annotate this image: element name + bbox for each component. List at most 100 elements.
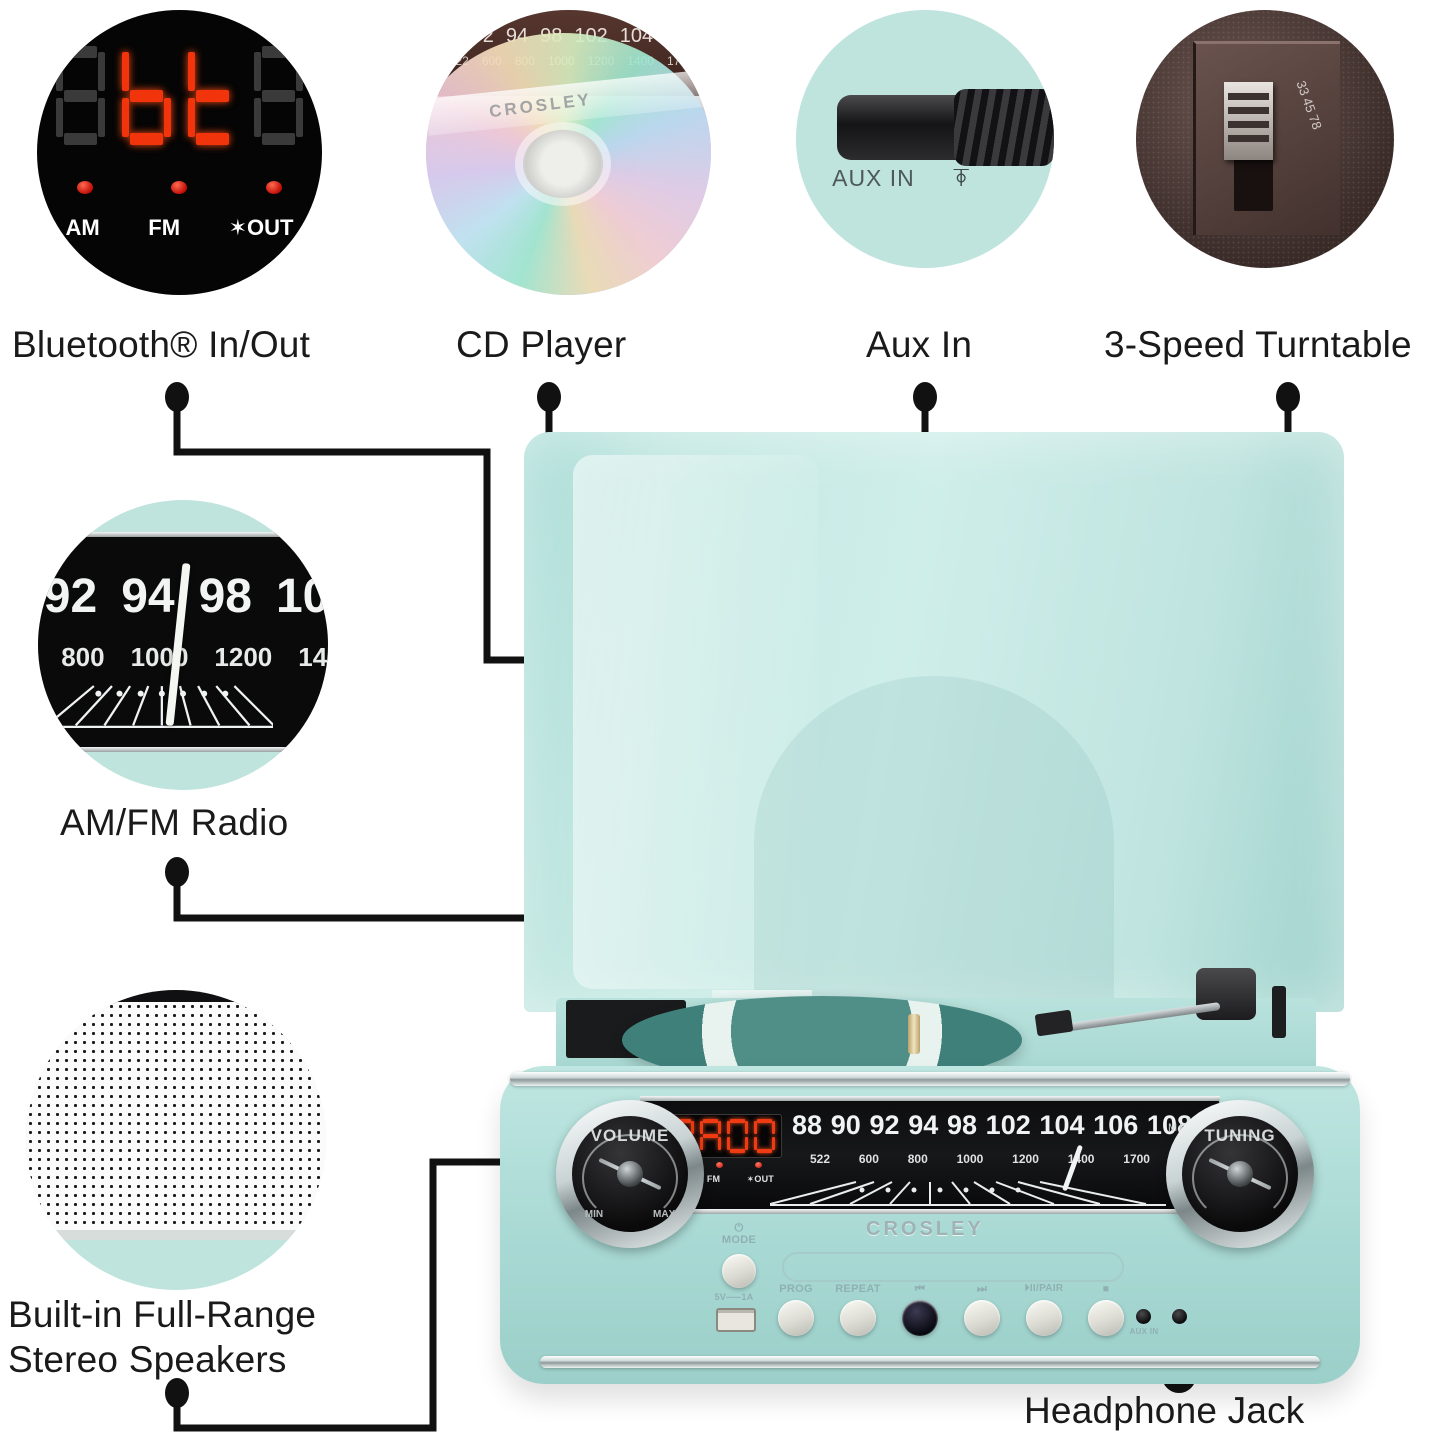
- callout-label-headphone-jack: Headphone Jack: [1024, 1390, 1305, 1431]
- callout-label-bluetooth: Bluetooth® In/Out: [12, 324, 311, 365]
- body-chrome-top: [510, 1072, 1350, 1086]
- bt-led-fm: [171, 181, 188, 194]
- volume-knob-face: VOLUME MIN MAX: [572, 1116, 688, 1232]
- faceplate-chrome-bottom: [640, 1209, 1220, 1214]
- headphone-icon: ⍕: [953, 162, 969, 193]
- led-fm: [715, 1162, 723, 1168]
- leader-dot-aux: [913, 382, 937, 412]
- prog-button[interactable]: [778, 1300, 814, 1336]
- radio-am-tick-0: 800: [61, 642, 105, 673]
- led-digit-3: [726, 1118, 749, 1154]
- am-tick-2: 800: [907, 1152, 928, 1166]
- bt-digit-3: [186, 44, 239, 147]
- volume-min-label: MIN: [584, 1209, 604, 1220]
- callout-label-radio: AM/FM Radio: [60, 802, 289, 843]
- radio-fm-tick-1: 94: [121, 570, 175, 624]
- faceplate-chrome-top: [640, 1096, 1220, 1101]
- bt-label-fm: FM: [148, 215, 181, 241]
- usb-port[interactable]: [716, 1308, 756, 1332]
- bluetooth-indicator-labels: AM FM ✶OUT: [66, 215, 294, 241]
- radio-am-tick-2: 1200: [214, 642, 273, 673]
- platter-spindle: [908, 1014, 920, 1054]
- fm-tick-3: 94: [908, 1110, 939, 1140]
- cd-bg-fm-tick-5: 104: [619, 25, 654, 48]
- cd-bg-fm-tick-0: 90: [437, 25, 460, 48]
- tuning-knob-hub: [1227, 1161, 1253, 1187]
- volume-range-labels: MIN MAX: [572, 1209, 688, 1220]
- am-tick-0: 522: [810, 1152, 831, 1166]
- fm-tick-6: 104: [1039, 1110, 1085, 1140]
- prev-button[interactable]: [902, 1300, 938, 1336]
- bt-led-am: [76, 181, 93, 194]
- prog-button-label: PROG: [779, 1283, 813, 1295]
- bt-label-am: AM: [65, 215, 100, 241]
- aux-in-jack[interactable]: [1136, 1309, 1151, 1324]
- aux-detail-circle: AUX IN ⍕: [796, 10, 1054, 268]
- radio-fm-tick-3: 102: [275, 570, 328, 624]
- fm-tick-1: 90: [830, 1110, 861, 1140]
- turntable-detail-circle: 33 45 78: [1136, 10, 1394, 268]
- led-digit-4: [753, 1118, 776, 1154]
- play-pair-button[interactable]: [1026, 1300, 1062, 1336]
- speed-45: 45: [1299, 95, 1319, 114]
- callout-label-speakers: Built-in Full-Range Stereo Speakers: [8, 1292, 368, 1382]
- repeat-button-label: REPEAT: [835, 1283, 881, 1295]
- leader-dot-speakers: [165, 1378, 189, 1408]
- led-bt-out: [755, 1162, 762, 1168]
- play-pair-button-label: ⏵II/PAIR: [1024, 1283, 1064, 1294]
- fm-tick-7: 106: [1093, 1110, 1139, 1140]
- mode-button[interactable]: [722, 1254, 756, 1288]
- leader-dot-bluetooth: [165, 382, 189, 412]
- lid-gloss: [573, 455, 820, 989]
- speaker-top-bar: [26, 990, 326, 1004]
- bt-digit-1: [54, 44, 107, 147]
- radio-dial-rays: [46, 685, 274, 729]
- callout-label-cd-player: CD Player: [456, 324, 627, 365]
- indicator-label-btout: ✶OUT: [746, 1174, 774, 1184]
- cd-slot[interactable]: [782, 1252, 1124, 1282]
- next-button[interactable]: [964, 1300, 1000, 1336]
- radio-chrome-bottom: [38, 747, 328, 753]
- leader-dot-radio: [165, 857, 189, 887]
- power-icon: ⏻: [734, 1222, 744, 1234]
- fm-tick-4: 98: [946, 1110, 977, 1140]
- am-tick-1: 600: [858, 1152, 879, 1166]
- leader-dot-turntable: [1276, 382, 1300, 412]
- headphone-jack[interactable]: [1172, 1309, 1187, 1324]
- aux-in-jack-label: AUX IN: [1129, 1327, 1159, 1336]
- tuning-knob[interactable]: TUNING: [1166, 1100, 1314, 1248]
- radio-chrome-top: [38, 531, 328, 537]
- body-chrome-bottom: [540, 1356, 1320, 1368]
- am-tick-6: 1700: [1123, 1152, 1150, 1166]
- am-tick-4: 1200: [1012, 1152, 1039, 1166]
- volume-knob[interactable]: VOLUME MIN MAX: [556, 1100, 704, 1248]
- speaker-detail-circle: [26, 990, 326, 1290]
- am-tick-3: 1000: [956, 1152, 984, 1166]
- bt-led-out: [266, 181, 283, 194]
- record-player-lid: [524, 432, 1344, 1012]
- lid-inner-shadow: [753, 675, 1115, 1012]
- bt-label-out: ✶OUT: [228, 215, 294, 241]
- radio-am-tick-3: 1400: [298, 642, 328, 673]
- cd-bg-fm-tick-1: 92: [471, 25, 494, 48]
- indicator-label-fm: FM: [706, 1174, 721, 1184]
- speed-switch-slider[interactable]: [1223, 82, 1273, 160]
- tuning-knob-arc: [1192, 1134, 1288, 1222]
- speaker-bottom-trim: [26, 1230, 326, 1240]
- bt-digit-4: [252, 44, 305, 147]
- repeat-button[interactable]: [840, 1300, 876, 1336]
- compact-disc: [426, 32, 711, 295]
- fm-tick-2: 92: [869, 1110, 900, 1140]
- cd-bg-fm-tick-6: 106: [665, 25, 699, 48]
- fm-tick-5: 102: [985, 1110, 1031, 1140]
- stop-button[interactable]: [1088, 1300, 1124, 1336]
- bluetooth-indicator-leds: [76, 181, 283, 194]
- brand-logo: CROSLEY: [866, 1218, 984, 1240]
